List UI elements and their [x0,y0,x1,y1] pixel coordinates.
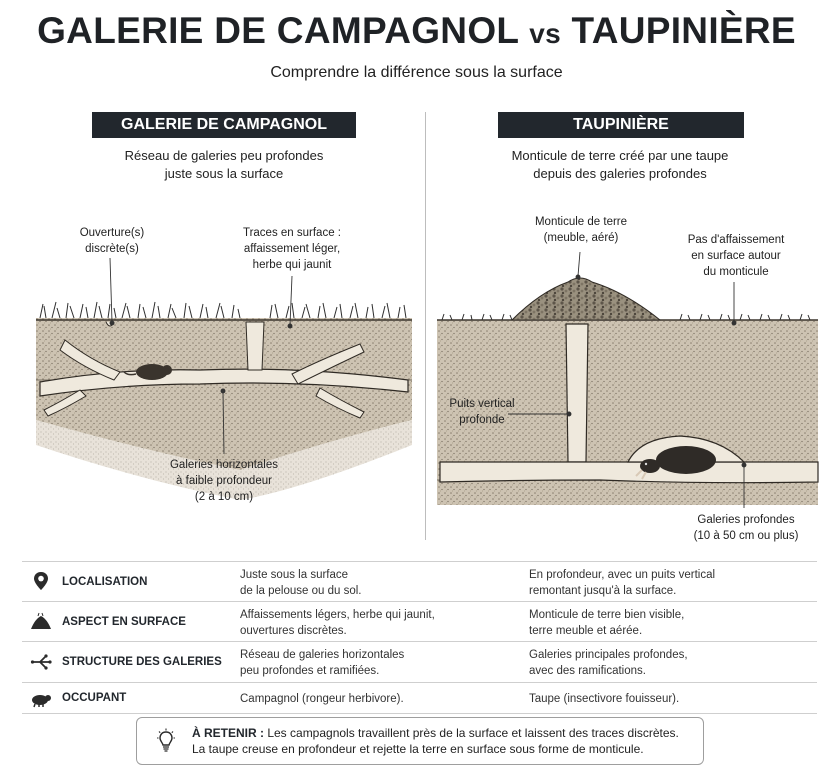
mole-cell-surface-aspect: Monticule de terre bien visible, terre m… [529,607,684,639]
annotation-surface-traces: Traces en surface : affaissement léger, … [232,225,352,273]
mole-animal [635,446,716,480]
mole-cell-location: En profondeur, avec un puits vertical re… [529,567,715,599]
mole-cell-structure-line-2: avec des ramifications. [529,665,646,677]
mole-cell-structure-line-1: Galeries principales profondes, [529,649,688,661]
vole-grass [39,301,407,319]
annotation-traces-line-2: affaissement léger, [243,243,341,255]
vole-heading-banner: GALERIE DE CAMPAGNOL [92,112,356,138]
vole-tunnel-network [39,321,409,419]
main-title: GALERIE DE CAMPAGNOL vs TAUPINIÈRE [0,10,833,52]
vole-cell-structure-line-2: peu profondes et ramifiées. [240,665,380,677]
vole-branch-upper-left [59,339,121,381]
mole-cell-location-line-1: En profondeur, avec un puits vertical [529,569,716,581]
row-label-occupant: OCCUPANT [62,692,127,704]
vole-soil-cross-section [36,318,412,500]
annotation-galleries-line-1: Galeries horizontales [169,459,279,471]
vole-cell-surface-line-2: ouvertures discrètes. [240,625,347,637]
annotation-shaft-line-1: Puits vertical [449,398,515,410]
vole-soil-fade [36,420,412,500]
row-label-surface-aspect: ASPECT EN SURFACE [62,616,186,628]
mole-cell-location-line-2: remontant jusqu'à la surface. [529,585,677,597]
vole-animal [123,364,172,380]
title-part-2: TAUPINIÈRE [560,10,796,51]
vole-cell-surface-aspect: Affaissements légers, herbe qui jaunit, … [240,607,435,639]
location-pin-icon [34,572,48,590]
vole-cell-occupant: Campagnol (rongeur herbivore). [240,693,404,705]
mole-vertical-shaft [565,323,589,463]
annotation-nosag-line-1: Pas d'affaissement [687,234,785,246]
annotation-galleries-line-3: (2 à 10 cm) [194,491,254,503]
row-label-location: LOCALISATION [62,576,148,588]
mole-description-line-1: Monticule de terre créé par une taupe [511,148,729,163]
mole-cell-surface-line-1: Monticule de terre bien visible, [529,609,685,621]
vole-branch-lower-left [43,389,87,417]
table-row-gallery-structure: STRUCTURE DES GALERIES Réseau de galerie… [22,642,817,683]
annotation-mound: Monticule de terre (meuble, aéré) [526,214,636,246]
vole-cell-location-line-1: Juste sous la surface [240,569,349,581]
annotation-opening: Ouverture(s) discrète(s) [66,225,158,257]
vole-description-line-1: Réseau de galeries peu profondes [124,148,324,163]
vole-surface-opening [245,321,265,371]
annotation-opening-line-2: discrète(s) [85,243,139,255]
annotation-horizontal-galleries: Galeries horizontales à faible profondeu… [162,457,286,505]
mole-tunnel-system [439,323,819,484]
key-takeaway-box: À RETENIR : Les campagnols travaillent p… [136,717,704,765]
vole-cell-structure-line-1: Réseau de galeries horizontales [240,649,405,661]
annotation-mound-line-2: (meuble, aéré) [543,232,619,244]
title-vs: vs [529,18,561,49]
lightbulb-icon [157,728,175,752]
mole-grass [441,313,811,321]
table-top-rule [22,561,817,562]
annotation-traces-line-3: herbe qui jaunit [252,259,332,271]
mole-cell-occupant: Taupe (insectivore fouisseur). [529,693,680,705]
vole-description: Réseau de galeries peu profondes juste s… [92,147,356,183]
vole-branch-lower-right [315,387,365,419]
key-takeaway-label: À RETENIR : [192,726,264,740]
network-icon [30,654,52,670]
annotation-galleries-line-2: à faible profondeur [176,475,272,487]
vole-cell-surface-line-1: Affaissements légers, herbe qui jaunit, [240,609,435,621]
key-takeaway-text: À RETENIR : Les campagnols travaillent p… [192,725,679,757]
title-part-1: GALERIE DE CAMPAGNOL [37,10,530,51]
annotation-opening-line-1: Ouverture(s) [79,227,145,239]
mole-description: Monticule de terre créé par une taupe de… [470,147,770,183]
annotation-nosag-line-2: en surface autour [691,250,781,262]
panel-divider [425,112,426,540]
annotation-deep-galleries: Galeries profondes (10 à 50 cm ou plus) [684,512,808,544]
illustration-canvas [36,251,819,508]
vole-cell-location-line-2: de la pelouse ou du sol. [240,585,362,597]
animal-icon [32,695,51,708]
annotation-vertical-shaft: Puits vertical profonde [444,396,520,428]
annotation-nosag-line-3: du monticule [703,266,769,278]
vole-leader-lines [109,257,293,455]
vole-cell-gallery-structure: Réseau de galeries horizontales peu prof… [240,647,404,679]
key-takeaway-line-1: À RETENIR : Les campagnols travaillent p… [192,725,679,741]
annotation-deep-line-2: (10 à 50 cm ou plus) [693,530,799,542]
annotation-shaft-line-2: profonde [459,414,505,426]
mole-cell-gallery-structure: Galeries principales profondes, avec des… [529,647,688,679]
vole-description-line-2: juste sous la surface [164,166,284,181]
annotation-no-subsidence: Pas d'affaissement en surface autour du … [680,232,792,280]
row-label-gallery-structure: STRUCTURE DES GALERIES [62,656,222,668]
table-row-surface-aspect: ASPECT EN SURFACE Affaissements légers, … [22,602,817,642]
mole-leader-lines [508,251,747,508]
mole-description-line-2: depuis des galeries profondes [533,166,707,181]
mole-deep-gallery [439,461,819,484]
annotation-mound-line-1: Monticule de terre [534,216,628,228]
mole-hill-mound [510,277,662,321]
subtitle: Comprendre la différence sous la surface [270,64,563,81]
table-row-occupant: OCCUPANT Campagnol (rongeur herbivore). … [22,683,817,714]
mound-icon [31,612,51,630]
mole-cell-surface-line-2: terre meuble et aérée. [529,625,643,637]
table-row-location: LOCALISATION Juste sous la surface de la… [22,562,817,602]
key-takeaway-line-2: La taupe creuse en profondeur et rejette… [192,742,644,756]
vole-branch-upper-right [291,343,365,385]
key-takeaway-line-1-text: Les campagnols travaillent près de la su… [264,726,679,740]
annotation-traces-line-1: Traces en surface : [242,227,341,239]
annotation-deep-line-1: Galeries profondes [697,514,795,526]
vole-soil-body [36,318,412,470]
mole-heading-banner: TAUPINIÈRE [498,112,744,138]
vole-cell-location: Juste sous la surface de la pelouse ou d… [240,567,361,599]
